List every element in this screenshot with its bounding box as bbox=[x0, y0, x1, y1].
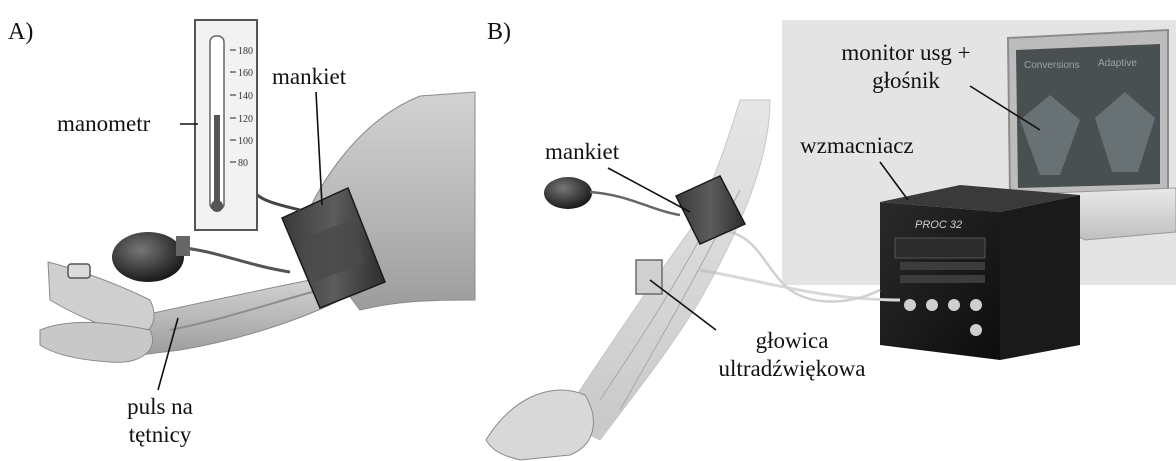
panel-a-label: A) bbox=[8, 18, 33, 46]
patient-hand bbox=[40, 322, 153, 362]
label-glowica: głowica ultradźwiękowa bbox=[712, 327, 872, 383]
label-glowica-line2: ultradźwiękowa bbox=[712, 355, 872, 383]
label-glowica-line1: głowica bbox=[712, 327, 872, 355]
label-monitor-line2: głośnik bbox=[826, 67, 986, 95]
screen-title-left: Conversions bbox=[1024, 60, 1080, 71]
hand-b bbox=[486, 390, 593, 460]
panel-a-illustration: 180 160 140 120 100 80 bbox=[40, 20, 475, 390]
gauge-tick-120: 120 bbox=[238, 114, 253, 125]
panel-b-label: B) bbox=[487, 18, 511, 46]
ultrasound-probe bbox=[636, 260, 662, 294]
amplifier-brand: PROC 32 bbox=[915, 219, 962, 231]
inflation-bulb-b bbox=[544, 177, 592, 209]
label-puls-line1: puls na bbox=[100, 393, 220, 421]
gauge-tick-80: 80 bbox=[238, 158, 248, 169]
forearm bbox=[130, 278, 340, 355]
tube-a bbox=[252, 185, 300, 210]
label-puls-line2: tętnicy bbox=[100, 421, 220, 449]
tube-bulb bbox=[175, 247, 290, 272]
label-mankiet-a: mankiet bbox=[272, 63, 346, 91]
gauge-tick-140: 140 bbox=[238, 91, 253, 102]
label-wzmacniacz: wzmacniacz bbox=[800, 132, 914, 160]
label-manometr: manometr bbox=[57, 110, 150, 138]
label-mankiet-b: mankiet bbox=[545, 138, 619, 166]
gauge-tick-180: 180 bbox=[238, 46, 253, 57]
inflation-bulb bbox=[112, 232, 184, 282]
gauge-tick-100: 100 bbox=[238, 136, 253, 147]
label-monitor-line1: monitor usg + bbox=[826, 39, 986, 67]
leader-mankiet-a bbox=[316, 92, 322, 205]
screen-title-right: Adaptive bbox=[1098, 58, 1137, 69]
label-puls: puls na tętnicy bbox=[100, 393, 220, 449]
manometer-gauge: 180 160 140 120 100 80 bbox=[195, 20, 257, 230]
amplifier-box: PROC 32 bbox=[880, 185, 1080, 360]
gauge-tick-160: 160 bbox=[238, 68, 253, 79]
label-monitor: monitor usg + głośnik bbox=[826, 39, 986, 95]
wrist-watch bbox=[68, 264, 90, 278]
